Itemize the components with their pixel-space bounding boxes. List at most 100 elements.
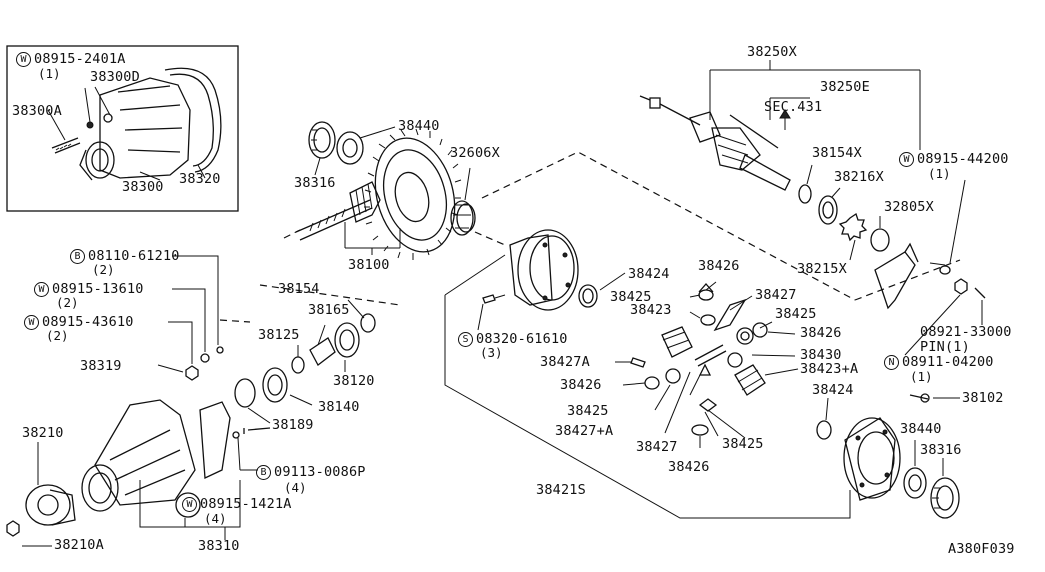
left-leaders (157, 255, 219, 373)
gear-leaders (615, 281, 799, 448)
w-marker: W (24, 315, 39, 330)
ring-38125 (291, 356, 305, 374)
diff-flange-right (843, 417, 901, 501)
bolt-09113 (243, 427, 271, 434)
label-38210A: 38210A (54, 537, 104, 553)
label-38154X: 38154X (812, 145, 862, 161)
label-08911-04200: 08911-04200 (902, 354, 994, 370)
diff-group-bracket (444, 295, 851, 519)
inset-bolt-qty: (1) (38, 66, 61, 81)
label-38120: 38120 (333, 373, 375, 389)
bracket-38310 (139, 480, 241, 528)
w-marker: W (16, 52, 31, 67)
label-38154: 38154 (278, 281, 320, 297)
side-bearing-32606X (450, 200, 476, 236)
shift-fork-32805X (870, 228, 919, 310)
washer-38424-b (816, 420, 832, 440)
label-38189: 38189 (272, 417, 314, 433)
label-38100: 38100 (348, 257, 390, 273)
bracket-38250X (709, 69, 921, 150)
label-08915-43610: 08915-43610 (42, 314, 134, 330)
label-38250E: 38250E (820, 79, 870, 95)
label-38102: 38102 (962, 390, 1004, 406)
top-leaders (314, 126, 401, 255)
label-38316-b: 38316 (920, 442, 962, 458)
washer-38424 (578, 284, 598, 308)
label-38210: 38210 (22, 425, 64, 441)
qty-08911-04200: (1) (910, 369, 933, 384)
inset-part-38300A: 38300A (12, 103, 62, 119)
label-38125: 38125 (258, 327, 300, 343)
label-08110-61210: 08110-61210 (88, 248, 180, 264)
label-32606X: 32606X (450, 145, 500, 161)
label-08915-1421A: 08915-1421A (200, 496, 292, 512)
label-32805X: 32805X (884, 199, 934, 215)
drive-pinion (295, 181, 381, 241)
label-38319: 38319 (80, 358, 122, 374)
carrier-housing-38310 (81, 399, 231, 518)
diff-case (509, 229, 579, 311)
label-38140: 38140 (318, 399, 360, 415)
seal-38216X (818, 195, 838, 225)
label-38425-a: 38425 (610, 289, 652, 305)
label-pin: PIN(1) (920, 339, 970, 355)
label-38425-c: 38425 (567, 403, 609, 419)
label-38424-b: 38424 (812, 382, 854, 398)
label-08915-44200: 08915-44200 (917, 151, 1009, 167)
label-38426-d: 38426 (668, 459, 710, 475)
qty-08915-1421A: (4) (204, 511, 227, 526)
screw-08320 (482, 294, 506, 304)
label-38426-b: 38426 (800, 325, 842, 341)
bearing-38440-bottom (903, 467, 927, 499)
b-marker: B (70, 249, 85, 264)
label-38310: 38310 (198, 538, 240, 554)
qty-08915-13610: (2) (56, 295, 79, 310)
label-38165: 38165 (308, 302, 350, 318)
inset-frame (6, 45, 239, 212)
gear-38215X (838, 212, 868, 242)
label-38250X: 38250X (747, 44, 797, 60)
bolt-38102 (909, 394, 929, 400)
bearing-38316-top (308, 121, 336, 159)
spacer-38165 (309, 337, 336, 366)
ring-gear (364, 128, 462, 260)
diff-dashed-top (481, 151, 856, 301)
w-marker: W (34, 282, 49, 297)
washer-38154X (798, 184, 812, 204)
label-08320-61610: 08320-61610 (476, 331, 568, 347)
w-marker: W (899, 152, 914, 167)
left-fasteners (185, 346, 224, 381)
label-08915-13610: 08915-13610 (52, 281, 144, 297)
washer-38154 (360, 313, 376, 333)
label-38423A: 38423+A (800, 361, 859, 377)
label-38427A2: 38427+A (555, 423, 614, 439)
qty-08110-61210: (2) (92, 262, 115, 277)
n-marker: N (884, 355, 899, 370)
s-marker: S (458, 332, 473, 347)
bearing-38120 (334, 322, 360, 358)
label-38426-c: 38426 (560, 377, 602, 393)
label-38425-d: 38425 (722, 436, 764, 452)
label-09113-0086P: 09113-0086P (274, 464, 366, 480)
w-marker: W (182, 497, 197, 512)
pin-08921 (974, 287, 986, 299)
bearing-38440-top (336, 131, 364, 165)
inset-part-38300D: 38300D (90, 69, 140, 85)
label-38430: 38430 (800, 347, 842, 363)
label-38423: 38423 (630, 302, 672, 318)
label-38425-b: 38425 (775, 306, 817, 322)
nut-08911 (954, 278, 968, 295)
label-38427-b: 38427 (636, 439, 678, 455)
label-38424-top: 38424 (628, 266, 670, 282)
flange-38210 (25, 484, 76, 526)
bearing-38140 (234, 367, 288, 408)
qty-08915-44200: (1) (928, 166, 951, 181)
label-38427-a: 38427 (755, 287, 797, 303)
label-38427A: 38427A (540, 354, 590, 370)
label-38440-b: 38440 (900, 421, 942, 437)
label-38421S: 38421S (536, 482, 586, 498)
inset-part-38300: 38300 (122, 179, 164, 195)
diagram-code: A380F039 (948, 541, 1015, 557)
